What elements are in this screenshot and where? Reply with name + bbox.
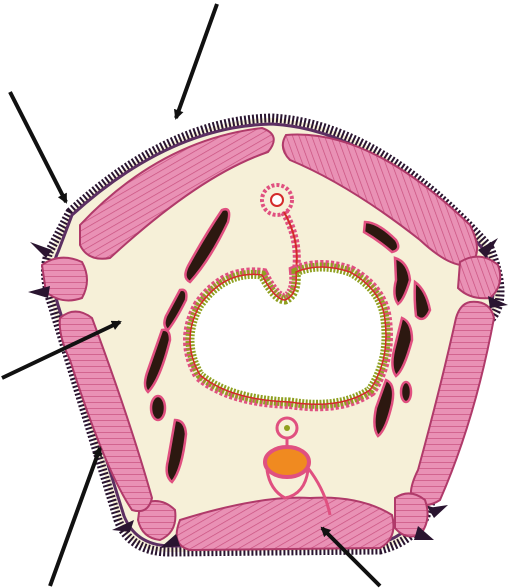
- arrow-top: [176, 4, 217, 118]
- muscle-block: [458, 257, 500, 299]
- arrow-upper-left: [10, 92, 66, 202]
- muscle-block: [395, 493, 428, 536]
- muscle-block: [42, 258, 87, 301]
- pharynx-core: [271, 194, 283, 206]
- nerve-ganglion: [265, 447, 309, 477]
- arrow-lower-left: [50, 448, 100, 586]
